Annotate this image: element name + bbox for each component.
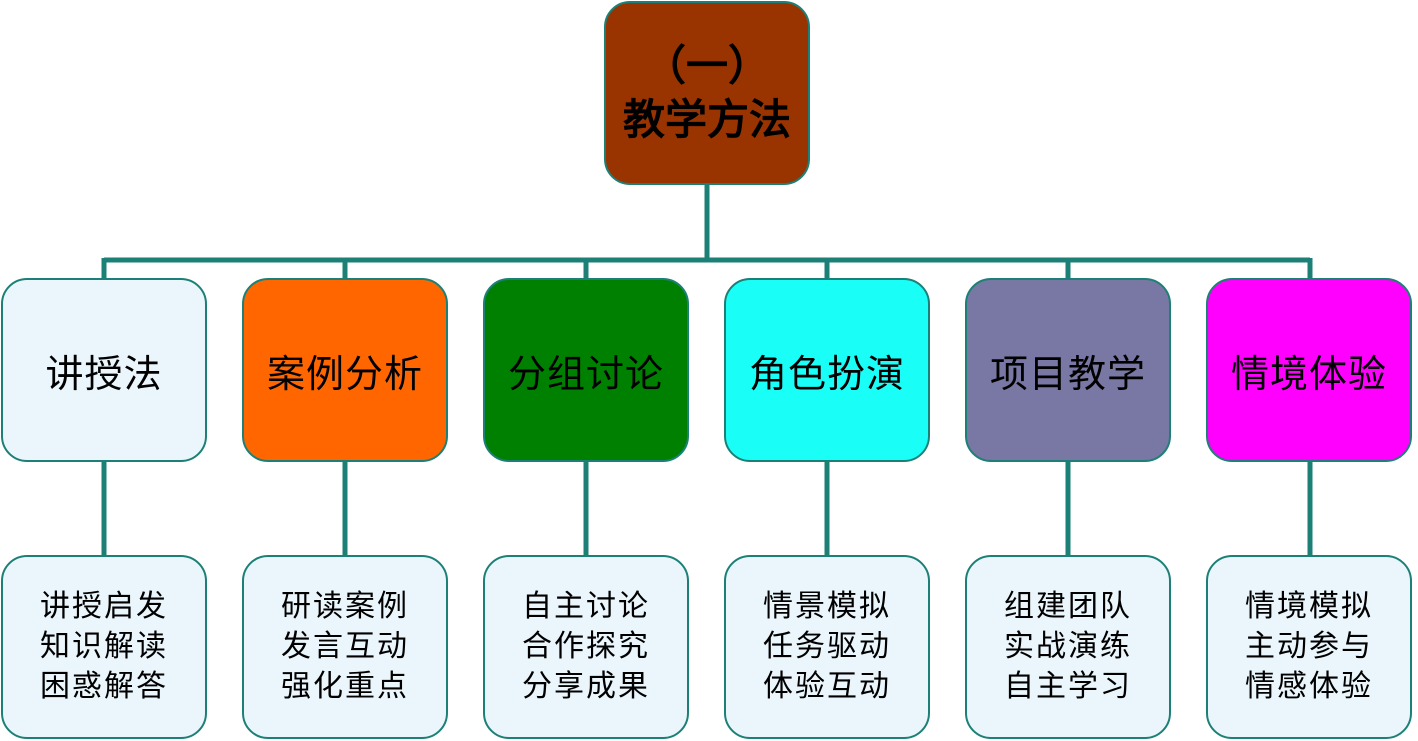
detail-item: 组建团队 [1004, 589, 1132, 624]
category-label: 案例分析 [266, 351, 423, 396]
category-label: 角色扮演 [748, 351, 905, 396]
detail-item: 知识解读 [40, 629, 168, 664]
detail-item: 体验互动 [763, 669, 891, 704]
category-node-project-teaching: 项目教学 [965, 278, 1171, 462]
category-label: 讲授法 [45, 351, 163, 396]
category-label: 项目教学 [989, 351, 1146, 396]
detail-node-lecture: 讲授启发 知识解读 困惑解答 [1, 555, 207, 739]
detail-item: 分享成果 [522, 669, 650, 704]
detail-item: 情景模拟 [763, 589, 891, 624]
category-node-case-analysis: 案例分析 [242, 278, 448, 462]
detail-item: 情感体验 [1245, 669, 1373, 704]
root-node: （一） 教学方法 [604, 1, 810, 185]
category-node-role-play: 角色扮演 [724, 278, 930, 462]
detail-item: 讲授启发 [40, 589, 168, 624]
category-node-situational-experience: 情境体验 [1206, 278, 1412, 462]
detail-item: 情境模拟 [1245, 589, 1373, 624]
detail-node-role-play: 情景模拟 任务驱动 体验互动 [724, 555, 930, 739]
detail-item: 合作探究 [522, 629, 650, 664]
detail-item: 实战演练 [1004, 629, 1132, 664]
detail-item: 自主讨论 [522, 589, 650, 624]
detail-item: 发言互动 [281, 629, 409, 664]
category-node-group-discussion: 分组讨论 [483, 278, 689, 462]
detail-item: 任务驱动 [763, 629, 891, 664]
detail-item: 强化重点 [281, 669, 409, 704]
detail-item: 主动参与 [1245, 629, 1373, 664]
detail-item: 自主学习 [1004, 669, 1132, 704]
detail-item: 困惑解答 [40, 669, 168, 704]
detail-node-project-teaching: 组建团队 实战演练 自主学习 [965, 555, 1171, 739]
root-number: （一） [643, 41, 770, 90]
category-node-lecture: 讲授法 [1, 278, 207, 462]
detail-node-group-discussion: 自主讨论 合作探究 分享成果 [483, 555, 689, 739]
category-label: 分组讨论 [507, 351, 664, 396]
root-title: 教学方法 [622, 95, 791, 144]
detail-item: 研读案例 [281, 589, 409, 624]
detail-node-case-analysis: 研读案例 发言互动 强化重点 [242, 555, 448, 739]
category-label: 情境体验 [1230, 351, 1387, 396]
detail-node-situational-experience: 情境模拟 主动参与 情感体验 [1206, 555, 1412, 739]
